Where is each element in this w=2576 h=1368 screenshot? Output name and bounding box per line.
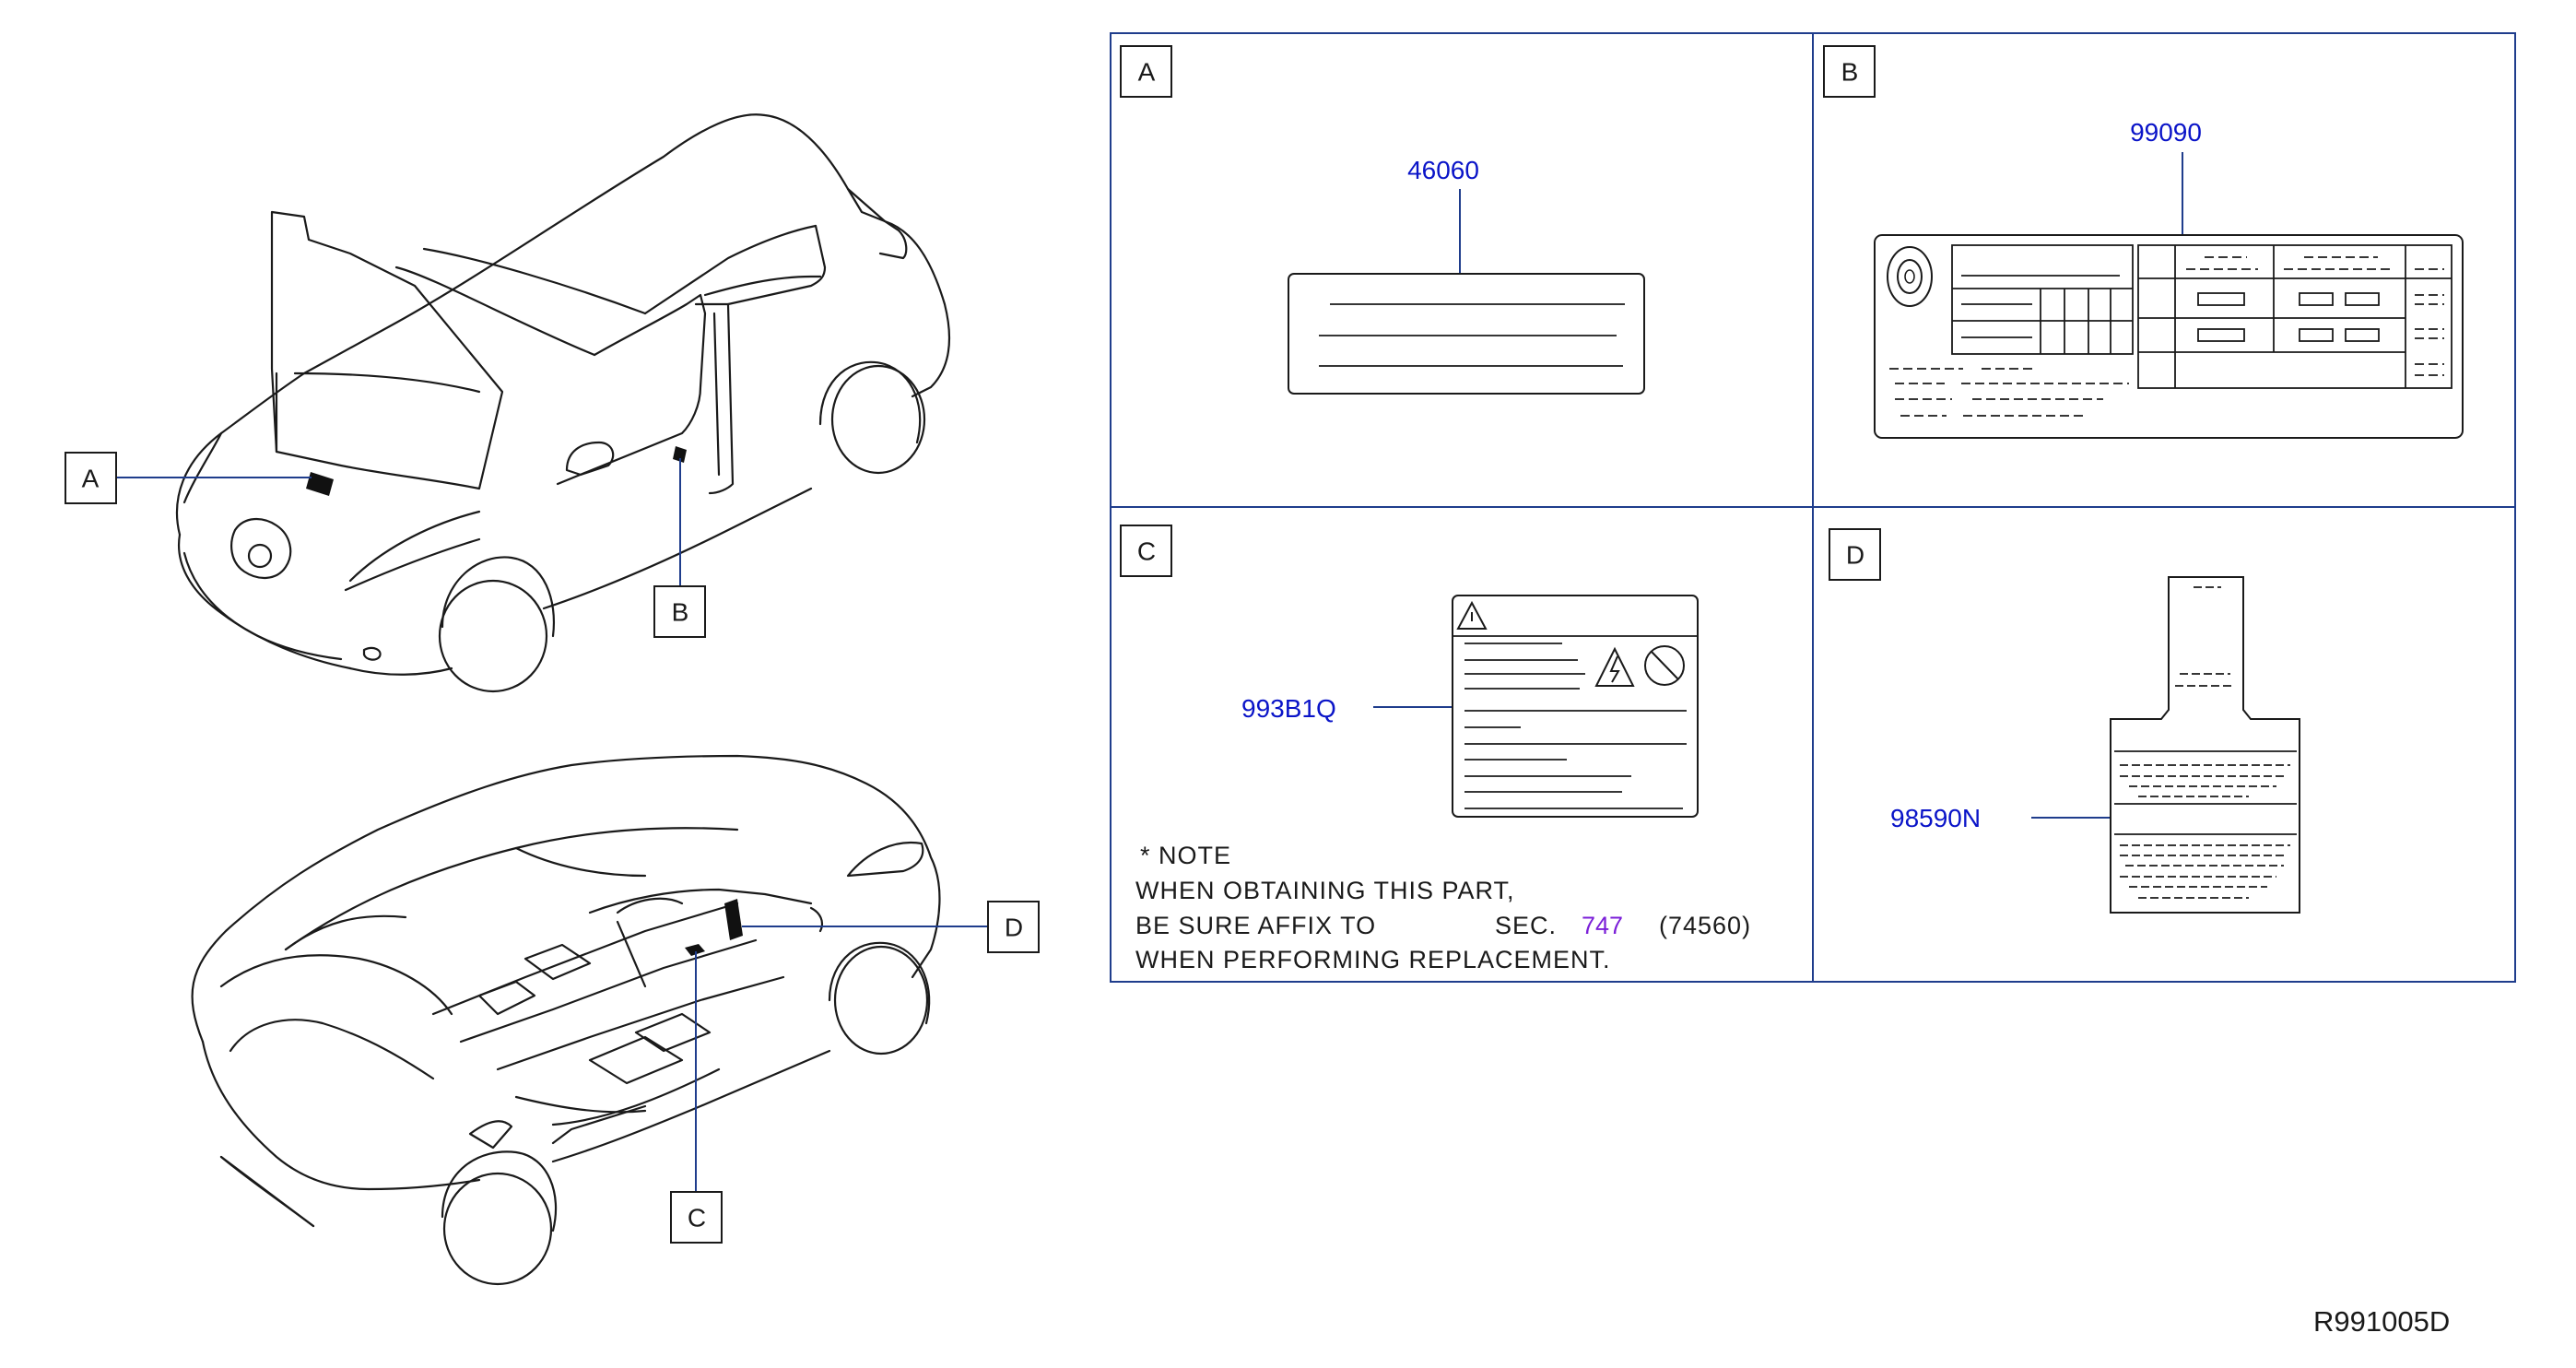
replacement-note: * NOTE WHEN OBTAINING THIS PART, BE SURE…	[1135, 842, 1751, 973]
label-detail-grid	[1110, 32, 2516, 983]
callout-c: C	[670, 1191, 723, 1244]
panel-d-letter: D	[1846, 541, 1864, 570]
panel-b: B 99090	[1823, 45, 2464, 439]
panel-b-part-number[interactable]: 99090	[2130, 118, 2202, 147]
panel-c-letter: C	[1137, 537, 1156, 566]
callout-b-label: B	[672, 598, 689, 627]
label-c-marker	[685, 944, 705, 956]
panel-a: A 46060	[1120, 45, 1645, 395]
model-label-sticker	[1288, 273, 1645, 395]
car-interior-view-illustration	[191, 754, 941, 1286]
callout-d: D	[987, 901, 1040, 953]
tire-icon	[1887, 246, 1933, 307]
warning-triangle-icon	[1456, 600, 1488, 630]
tire-placard-sticker	[1874, 234, 2464, 439]
note-section-code: (74560)	[1659, 912, 1751, 939]
section-747-link[interactable]: 747	[1582, 912, 1623, 939]
note-heading: * NOTE	[1140, 842, 1231, 869]
callout-b: B	[653, 585, 706, 638]
note-line-2: WHEN OBTAINING THIS PART,	[1135, 877, 1515, 904]
panel-a-letter: A	[1138, 58, 1156, 87]
panel-b-letter: B	[1841, 58, 1859, 87]
callout-a-label: A	[82, 465, 100, 493]
note-sec-label: SEC.	[1495, 912, 1557, 939]
panel-d: D 98590N	[1829, 528, 2300, 914]
panel-a-part-number[interactable]: 46060	[1407, 156, 1479, 184]
note-line-4: WHEN PERFORMING REPLACEMENT.	[1135, 946, 1611, 973]
diagram-reference-number: R991005D	[2313, 1305, 2450, 1338]
high-voltage-icon	[1594, 646, 1635, 687]
car-front-view-illustration	[175, 113, 951, 693]
callout-a: A	[65, 452, 117, 504]
note-line-3-prefix: BE SURE AFFIX TO	[1135, 912, 1376, 939]
prohibition-icon	[1644, 645, 1685, 686]
caution-tag-sticker	[2110, 576, 2300, 914]
callout-d-label: D	[1005, 914, 1023, 942]
hv-warning-sticker	[1452, 595, 1699, 818]
panel-d-part-number[interactable]: 98590N	[1890, 804, 1981, 832]
callout-c-label: C	[688, 1204, 706, 1232]
panel-c-part-number[interactable]: 993B1Q	[1241, 694, 1336, 723]
label-d-marker	[724, 899, 743, 940]
label-a-marker	[306, 472, 334, 496]
panel-c: C 993B1Q * NOTE	[1120, 525, 1751, 973]
label-b-marker	[673, 446, 687, 463]
